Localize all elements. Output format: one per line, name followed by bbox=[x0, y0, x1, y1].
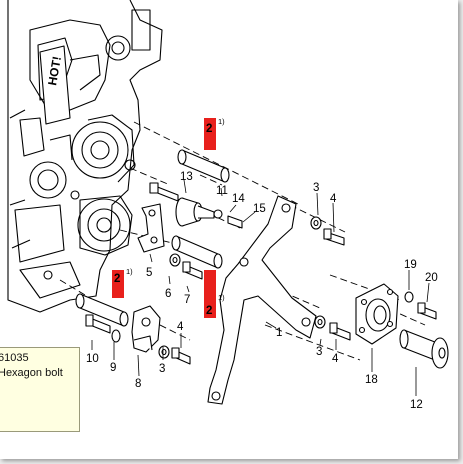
part-3-washer-middle bbox=[314, 315, 326, 329]
callout-19[interactable]: 19 bbox=[404, 259, 417, 271]
part-4-bolt-middle bbox=[329, 322, 351, 341]
part-2-highlight-lower[interactable]: 2 1) bbox=[112, 267, 133, 298]
callout-1[interactable]: 1 bbox=[276, 327, 282, 339]
part-2-highlight-middle[interactable]: 2 1) bbox=[204, 270, 225, 318]
callout-2-top: 2 bbox=[206, 123, 212, 135]
part-1-main-bracket bbox=[207, 195, 317, 405]
hot-warning-plate bbox=[39, 45, 71, 125]
callout-14[interactable]: 14 bbox=[232, 193, 245, 205]
part-11-spacer bbox=[177, 149, 230, 183]
footnote-2-lower: 1) bbox=[126, 267, 133, 276]
callout-2-middle: 2 bbox=[206, 305, 212, 317]
callout-7[interactable]: 7 bbox=[184, 294, 190, 306]
callout-13[interactable]: 13 bbox=[180, 171, 193, 183]
callout-4-middle[interactable]: 4 bbox=[332, 353, 339, 365]
callout-3-lower[interactable]: 3 bbox=[159, 363, 165, 375]
part-4-bolt-lower bbox=[171, 347, 191, 365]
footnote-2-middle: 1) bbox=[218, 293, 225, 302]
callout-4-top[interactable]: 4 bbox=[330, 193, 337, 205]
part-18-bearing-housing bbox=[355, 283, 399, 345]
footnote-2-top: 1) bbox=[218, 117, 225, 126]
diagram-frame: HOT! 2 1) 2 1) 2 1) 13 11 14 15 3 4 5 6 … bbox=[0, 0, 458, 459]
part-9-washer bbox=[111, 329, 121, 343]
part-13-bolt bbox=[149, 182, 179, 202]
callout-5[interactable]: 5 bbox=[146, 267, 152, 279]
callout-10[interactable]: 10 bbox=[86, 353, 99, 365]
tooltip-description: Hexagon bolt bbox=[0, 367, 63, 379]
part-3-washer-lower bbox=[158, 345, 170, 359]
part-19-washer bbox=[404, 291, 414, 303]
tooltip-part-number: 61035 bbox=[0, 352, 29, 364]
callout-3-middle[interactable]: 3 bbox=[316, 346, 322, 358]
part-2-highlight-top[interactable]: 2 1) bbox=[204, 117, 225, 150]
callout-4-lower[interactable]: 4 bbox=[177, 321, 184, 333]
part-20-bolt bbox=[417, 302, 437, 320]
part-3-washer-top bbox=[310, 216, 322, 230]
part-4-bolt-top bbox=[323, 228, 345, 246]
leader-lines bbox=[91, 179, 430, 396]
part-5-bracket bbox=[137, 203, 165, 253]
callout-11[interactable]: 11 bbox=[216, 185, 228, 197]
part-2-spacer-lower bbox=[75, 293, 129, 327]
part-10-bolt bbox=[85, 314, 111, 334]
callout-12[interactable]: 12 bbox=[410, 399, 423, 411]
callout-2-lower: 2 bbox=[114, 273, 120, 285]
part-2-spacer-middle bbox=[171, 235, 223, 269]
part-14-nut bbox=[213, 209, 243, 229]
hot-label-text: HOT! bbox=[45, 55, 64, 86]
callout-18[interactable]: 18 bbox=[365, 374, 378, 386]
callout-20[interactable]: 20 bbox=[425, 272, 438, 284]
exploded-parts-drawing: HOT! 2 1) 2 1) 2 1) 13 11 14 15 3 4 5 6 … bbox=[7, 0, 449, 411]
callout-15[interactable]: 15 bbox=[253, 203, 266, 215]
part-8-bracket bbox=[131, 305, 161, 353]
part-12-shaft bbox=[399, 329, 449, 369]
engine-block bbox=[7, 0, 163, 313]
callout-6[interactable]: 6 bbox=[165, 288, 171, 300]
callout-8[interactable]: 8 bbox=[135, 378, 141, 390]
part-6-washer bbox=[169, 253, 181, 267]
part-15-idler bbox=[175, 197, 215, 227]
part-tooltip: 61035 Hexagon bolt bbox=[0, 347, 80, 432]
callout-9[interactable]: 9 bbox=[110, 362, 116, 374]
callout-3-top[interactable]: 3 bbox=[313, 182, 319, 194]
part-7-bolt bbox=[182, 261, 203, 280]
